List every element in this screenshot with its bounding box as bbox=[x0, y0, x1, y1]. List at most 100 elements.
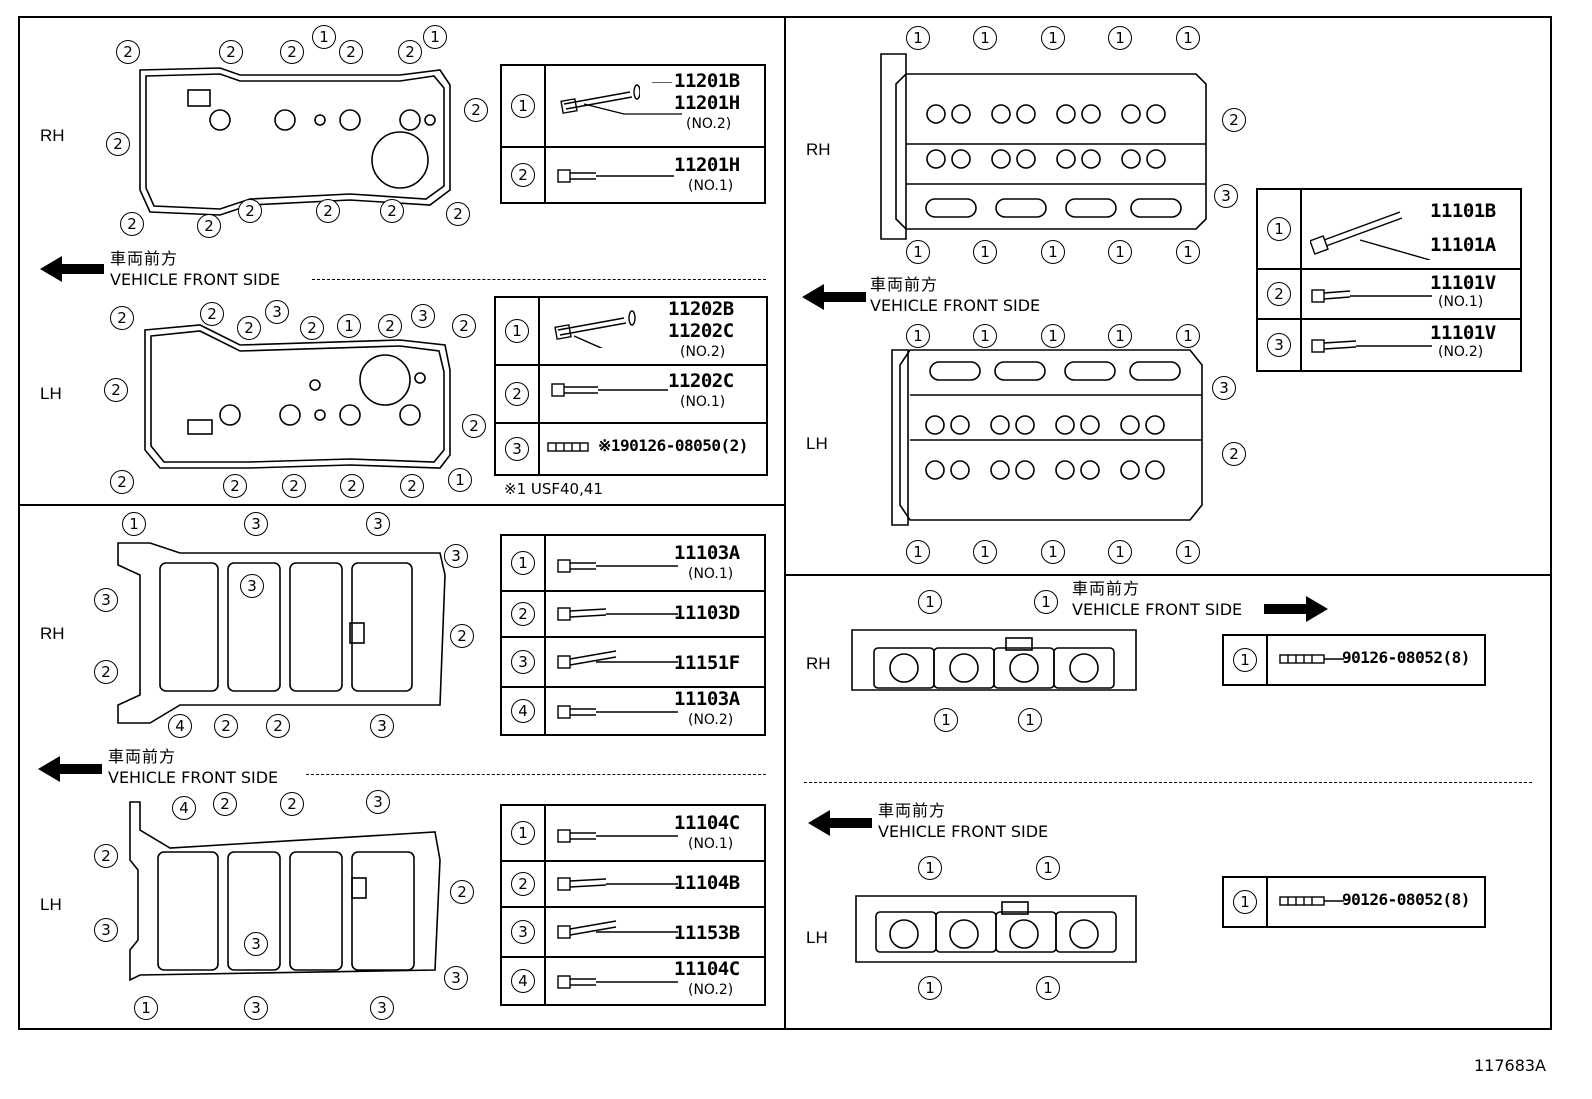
part-number: 11202B bbox=[668, 298, 734, 320]
callout-3: 3 bbox=[240, 574, 264, 598]
legend-num: 3 bbox=[1267, 333, 1291, 357]
callout-1: 1 bbox=[918, 856, 942, 880]
legend-row: 1 11101B 11101A bbox=[1258, 190, 1520, 270]
bolt-icon bbox=[557, 607, 678, 621]
callout-1: 1 bbox=[1041, 240, 1065, 264]
callout-2: 2 bbox=[446, 202, 470, 226]
side-label-rh: RH bbox=[40, 624, 65, 643]
callout-1: 1 bbox=[1034, 590, 1058, 614]
legend-num: 2 bbox=[511, 163, 535, 187]
callout-2: 2 bbox=[282, 474, 306, 498]
front-arrow-icon bbox=[38, 756, 102, 782]
divider bbox=[804, 782, 1532, 783]
callout-1: 1 bbox=[337, 314, 361, 338]
front-side-label: 車両前方 VEHICLE FRONT SIDE bbox=[108, 747, 279, 787]
part-number: 11101A bbox=[1430, 234, 1496, 256]
bolt-icon bbox=[1311, 339, 1432, 353]
callout-1: 1 bbox=[906, 240, 930, 264]
callout-2: 2 bbox=[1222, 108, 1246, 132]
bolt-icon bbox=[557, 877, 678, 891]
legend-row: 3 11151F bbox=[502, 638, 764, 688]
callout-3: 3 bbox=[94, 918, 118, 942]
callout-2: 2 bbox=[238, 199, 262, 223]
part-sub: (NO.2) bbox=[688, 982, 734, 998]
callout-3: 3 bbox=[244, 996, 268, 1020]
part-sub: (NO.2) bbox=[686, 116, 732, 132]
legend-housing-lh: 1 11104C (NO.1) 2 11104B 3 11153B 4 1110… bbox=[500, 804, 766, 1006]
legend-num: 2 bbox=[511, 872, 535, 896]
bolt-washer-icon bbox=[560, 84, 640, 114]
part-number: 11201H bbox=[674, 92, 740, 114]
callout-2: 2 bbox=[464, 98, 488, 122]
callout-4: 4 bbox=[172, 796, 196, 820]
bolt-icon bbox=[557, 559, 678, 573]
front-side-label: 車両前方 VEHICLE FRONT SIDE bbox=[870, 275, 1041, 315]
legend-row: 3 11101V (NO.2) bbox=[1258, 320, 1520, 370]
callout-2: 2 bbox=[197, 214, 221, 238]
stud-icon bbox=[1279, 654, 1344, 664]
housing-rh-drawing bbox=[110, 535, 450, 739]
front-arrow-icon bbox=[808, 810, 872, 836]
legend-num: 2 bbox=[1267, 282, 1291, 306]
legend-row: 4 11104C (NO.2) bbox=[502, 958, 764, 1004]
part-number: 11202C bbox=[668, 320, 734, 342]
part-number: ※190126-08050(2) bbox=[598, 436, 748, 455]
part-number: 11202C bbox=[668, 370, 734, 392]
front-arrow-right-icon bbox=[1264, 596, 1328, 622]
part-sub: (NO.1) bbox=[688, 836, 734, 852]
side-label-lh: LH bbox=[40, 384, 62, 403]
callout-1: 1 bbox=[934, 708, 958, 732]
legend-num: 2 bbox=[505, 382, 529, 406]
callout-2: 2 bbox=[398, 40, 422, 64]
stud-icon bbox=[547, 442, 589, 452]
legend-row: 1 11104C (NO.1) bbox=[502, 806, 764, 862]
callout-2: 2 bbox=[400, 474, 424, 498]
callout-2: 2 bbox=[316, 199, 340, 223]
callout-1: 1 bbox=[312, 25, 336, 49]
side-label-rh: RH bbox=[806, 140, 831, 159]
legend-num: 1 bbox=[511, 94, 535, 118]
part-number: 11103A bbox=[674, 542, 740, 564]
legend-row: 2 11201H (NO.1) bbox=[502, 148, 764, 202]
legend-num: 2 bbox=[511, 602, 535, 626]
legend-row: 1 11103A (NO.1) bbox=[502, 536, 764, 592]
callout-1: 1 bbox=[1176, 240, 1200, 264]
callout-3: 3 bbox=[444, 544, 468, 568]
callout-2: 2 bbox=[1222, 442, 1246, 466]
callout-2: 2 bbox=[280, 40, 304, 64]
legend-row: 4 11103A (NO.2) bbox=[502, 688, 764, 734]
part-number: 90126-08052(8) bbox=[1342, 890, 1470, 909]
callout-2: 2 bbox=[340, 474, 364, 498]
callout-2: 2 bbox=[300, 316, 324, 340]
bolt-icon bbox=[557, 975, 678, 989]
bolt-icon bbox=[557, 705, 678, 719]
bolt-icon bbox=[557, 829, 678, 843]
callout-2: 2 bbox=[280, 792, 304, 816]
legend-num: 3 bbox=[511, 650, 535, 674]
part-number: 11153B bbox=[674, 922, 740, 944]
legend-row: 3 ※190126-08050(2) bbox=[496, 424, 766, 474]
callout-2: 2 bbox=[450, 624, 474, 648]
legend-stud-lh: 1 90126-08052(8) bbox=[1222, 876, 1486, 928]
callout-2: 2 bbox=[219, 40, 243, 64]
callout-3: 3 bbox=[265, 300, 289, 324]
callout-1: 1 bbox=[973, 26, 997, 50]
callout-4: 4 bbox=[168, 714, 192, 738]
legend-cover-rh: 1 11201B 11201H (NO.2) 2 11201H (NO.1) bbox=[500, 64, 766, 204]
callout-2: 2 bbox=[452, 314, 476, 338]
part-number: 11103D bbox=[674, 602, 740, 624]
callout-2: 2 bbox=[223, 474, 247, 498]
legend-cover-lh: 1 11202B 11202C (NO.2) 2 11202C (NO.1) 3… bbox=[494, 296, 768, 476]
legend-head: 1 11101B 11101A 2 11101V (NO.1) 3 11101V… bbox=[1256, 188, 1522, 372]
callout-1: 1 bbox=[1108, 540, 1132, 564]
callout-1: 1 bbox=[918, 590, 942, 614]
part-sub: (NO.2) bbox=[688, 712, 734, 728]
front-side-label: 車両前方 VEHICLE FRONT SIDE bbox=[110, 249, 281, 289]
callout-1: 1 bbox=[1176, 324, 1200, 348]
callout-1: 1 bbox=[973, 240, 997, 264]
callout-2: 2 bbox=[110, 306, 134, 330]
callout-2: 2 bbox=[378, 314, 402, 338]
callout-2: 2 bbox=[380, 199, 404, 223]
legend-row: 1 90126-08052(8) bbox=[1224, 878, 1484, 926]
legend-row: 2 11101V (NO.1) bbox=[1258, 270, 1520, 320]
